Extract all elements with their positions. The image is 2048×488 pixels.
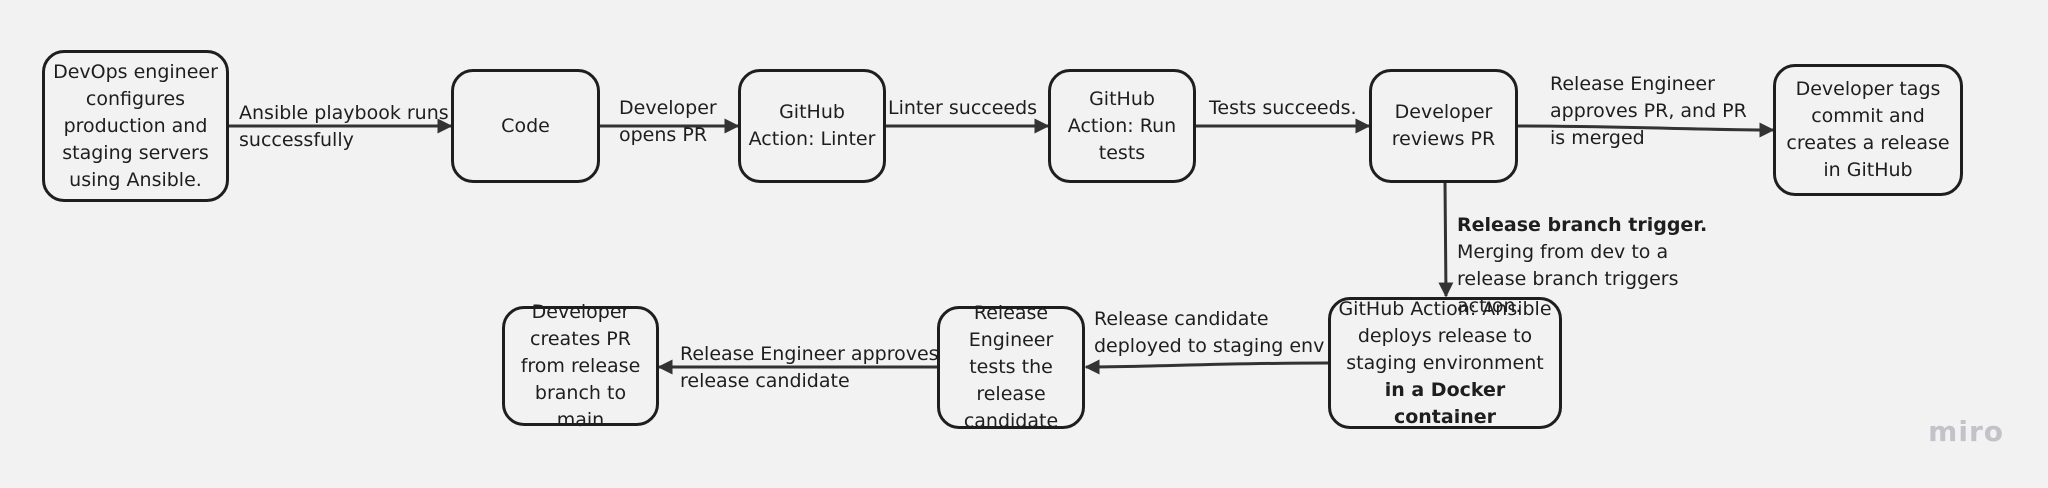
node-github-action-run-tests[interactable]: GitHub Action: Run tests <box>1048 69 1196 183</box>
node-developer-tags-commit[interactable]: Developer tags commit and creates a rele… <box>1773 64 1963 196</box>
node-release-engineer-tests-text: Release Engineer tests the release candi… <box>963 302 1059 432</box>
node-developer-creates-pr-text: Developer creates PR from release branch… <box>520 300 641 431</box>
edge-label-approves-merge: Release Engineer approves PR, and PR is … <box>1550 73 1747 149</box>
node-developer-tags-commit-text: Developer tags commit and creates a rele… <box>1786 78 1950 181</box>
edge-label-release-trigger-text: Merging from dev to a release branch tri… <box>1457 241 1679 317</box>
node-github-action-linter[interactable]: GitHub Action: Linter <box>738 69 886 183</box>
edge-label-opens-pr: Developer opens PR <box>619 97 717 146</box>
node-developer-creates-pr[interactable]: Developer creates PR from release branch… <box>502 301 659 431</box>
node-developer-reviews-pr-text: Developer reviews PR <box>1391 101 1496 150</box>
arrow-ansible-to-tests-candidate <box>1084 359 1329 375</box>
node-github-action-ansible-text: GitHub Action: Ansible deploys release t… <box>1337 296 1553 431</box>
node-github-action-ansible-bold: in a Docker container <box>1384 378 1506 428</box>
edge-label-deployed-staging: Release candidate deployed to staging en… <box>1094 308 1325 357</box>
edge-label-tests-succeeds: Tests succeeds. <box>1209 97 1357 119</box>
node-code-text: Code <box>501 114 550 137</box>
node-release-engineer-tests[interactable]: Release Engineer tests the release candi… <box>937 302 1085 432</box>
arrow-reviews-to-ansible <box>1438 181 1454 298</box>
edge-label-approves-candidate: Release Engineer approves release candid… <box>680 343 939 392</box>
node-code[interactable]: Code <box>451 69 600 183</box>
node-devops-configures[interactable]: DevOps engineer configures production an… <box>42 50 229 202</box>
arrow-reviews-to-tags <box>1517 122 1775 138</box>
node-github-action-run-tests-text: GitHub Action: Run tests <box>1067 87 1177 164</box>
node-github-action-ansible-plain: GitHub Action: Ansible deploys release t… <box>1338 297 1552 374</box>
node-developer-reviews-pr[interactable]: Developer reviews PR <box>1369 69 1518 183</box>
edge-label-linter-succeeds: Linter succeeds <box>888 97 1038 119</box>
node-devops-configures-text: DevOps engineer configures production an… <box>53 60 218 191</box>
node-github-action-linter-text: GitHub Action: Linter <box>748 101 876 150</box>
node-github-action-ansible[interactable]: GitHub Action: Ansible deploys release t… <box>1328 297 1562 429</box>
edge-label-release-trigger-title: Release branch trigger. <box>1457 214 1708 236</box>
edge-label-release-trigger: Release branch trigger. Merging from dev… <box>1457 185 1707 347</box>
edge-label-playbook: Ansible playbook runs successfully <box>239 102 449 151</box>
miro-logo: miro <box>1928 415 2004 448</box>
